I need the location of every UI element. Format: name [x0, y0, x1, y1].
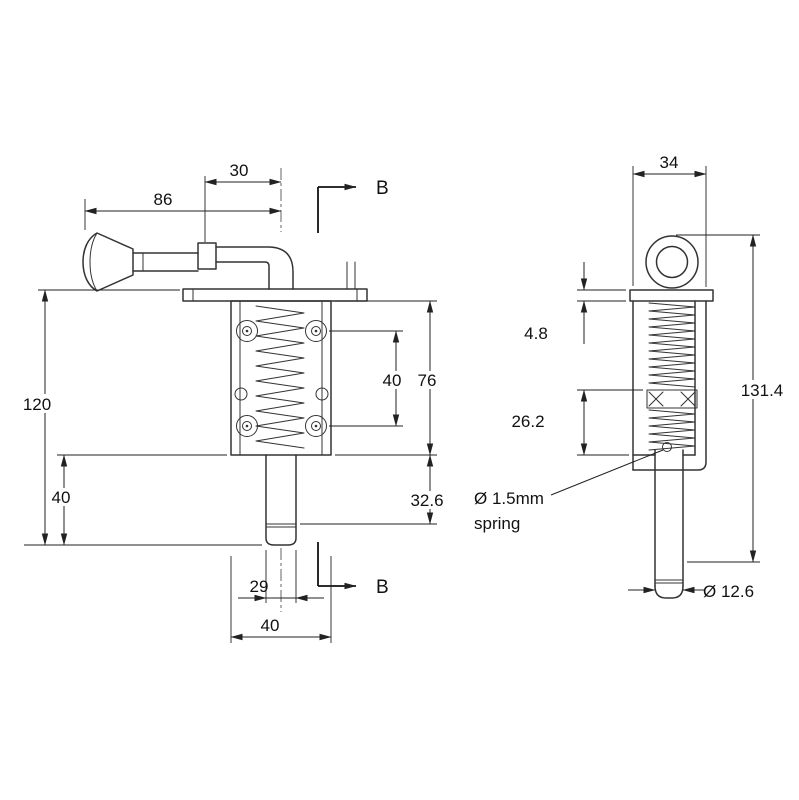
dimension-text-40-holes: 40	[383, 371, 402, 390]
spring-coil-front	[255, 305, 305, 449]
screw-hole-outer	[305, 320, 327, 342]
spring-note-line2: spring	[474, 514, 520, 533]
dimension-text-131-4: 131.4	[741, 381, 784, 400]
screw-hole-bottom-left	[236, 415, 258, 437]
dimension-text-34: 34	[660, 153, 679, 172]
latch-body	[230, 300, 332, 456]
dimension-text-bg	[737, 380, 787, 399]
dimension-32-6: 32.6	[300, 454, 450, 525]
dimension-text-29: 29	[250, 577, 269, 596]
dimension-text-4-8: 4.8	[524, 324, 548, 343]
front-view-dimensions: 30 86 B 120 40	[18, 161, 450, 643]
screw-hole-inner	[311, 326, 321, 336]
screw-hole-center-dot	[245, 329, 249, 333]
handle-ferrule	[197, 242, 217, 270]
section-marker-bottom: B	[317, 542, 389, 598]
dimension-text-bg	[49, 488, 75, 506]
ring-inner	[655, 245, 689, 279]
spring-wire-note: Ø 1.5mm spring	[474, 449, 664, 533]
side-view-part	[629, 235, 714, 599]
collar-hatch-2	[648, 391, 664, 407]
follower-collar	[646, 389, 698, 409]
screw-hole-center-dot	[245, 424, 249, 428]
section-marker-top: B	[317, 178, 389, 233]
handle-knob-face-arc	[89, 232, 98, 292]
guide-hole-middle-left	[234, 387, 248, 401]
side-bolt-tip	[654, 585, 684, 599]
spring-coil-side-upper	[648, 302, 696, 388]
spring-note-line1: Ø 1.5mm	[474, 489, 544, 508]
dimension-text-40-stroke: 40	[52, 488, 71, 507]
front-view-part	[82, 232, 368, 546]
screw-hole-inner	[311, 421, 321, 431]
ring-outer	[645, 235, 699, 289]
bent-arm-inner	[215, 261, 270, 290]
screw-hole-outer	[305, 415, 327, 437]
dimension-text-12-6: Ø 12.6	[703, 582, 754, 601]
dimension-text-bg	[405, 491, 450, 509]
collar-body	[646, 389, 698, 409]
screw-hole-top-right	[305, 320, 327, 342]
spring-coil-side-lower	[648, 409, 696, 451]
spring-wire-section	[662, 442, 672, 452]
dimension-86: 86	[84, 190, 282, 230]
side-flange-plate	[629, 289, 714, 302]
dimension-text-40-width: 40	[261, 616, 280, 635]
bent-arm-outer	[215, 246, 294, 290]
dimension-29: 29	[238, 550, 324, 603]
dimension-40-width: 40	[230, 556, 332, 643]
dimension-text-bg	[414, 371, 441, 389]
dimension-34: 34	[632, 153, 707, 287]
screw-hole-inner	[242, 421, 252, 431]
dimension-120: 120	[18, 289, 262, 546]
screw-hole-bottom-right	[305, 415, 327, 437]
dimension-text-120: 120	[23, 395, 51, 414]
dimension-text-bg	[379, 371, 406, 389]
side-body-outer-right-wall	[632, 300, 707, 471]
dimension-76: 76	[335, 300, 441, 456]
flange-plate	[182, 288, 368, 302]
screw-hole-center-dot	[314, 424, 318, 428]
collar-hatch-4	[680, 391, 696, 407]
screw-hole-inner	[242, 326, 252, 336]
screw-hole-top-left	[236, 320, 258, 342]
dimension-text-30: 30	[230, 161, 249, 180]
plunger-bolt-front	[265, 454, 297, 546]
dimension-12-6: Ø 12.6	[628, 582, 754, 601]
guide-hole-middle-right	[315, 387, 329, 401]
section-label-top: B	[376, 178, 389, 199]
screw-hole-outer	[236, 415, 258, 437]
leader-line	[550, 449, 664, 496]
dimension-4-8: 4.8	[524, 262, 626, 344]
dimension-text-86: 86	[154, 190, 173, 209]
dimension-text-32-6: 32.6	[410, 491, 443, 510]
section-label-bottom: B	[376, 577, 389, 598]
dimension-30: 30	[204, 161, 282, 242]
dimension-40-stroke: 40	[49, 454, 227, 546]
dimension-26-2: 26.2	[511, 389, 643, 456]
dimension-text-76: 76	[418, 371, 437, 390]
dimension-text-bg	[18, 394, 56, 413]
side-view-dimensions: 34 4.8 26.2 131.4 Ø 1.5mm	[474, 153, 787, 601]
dimension-40-holes: 40	[329, 330, 406, 427]
screw-hole-outer	[236, 320, 258, 342]
screw-hole-center-dot	[314, 329, 318, 333]
handle-knob	[82, 232, 134, 292]
dimension-text-26-2: 26.2	[511, 412, 544, 431]
dimension-131-4: 131.4	[676, 234, 787, 563]
